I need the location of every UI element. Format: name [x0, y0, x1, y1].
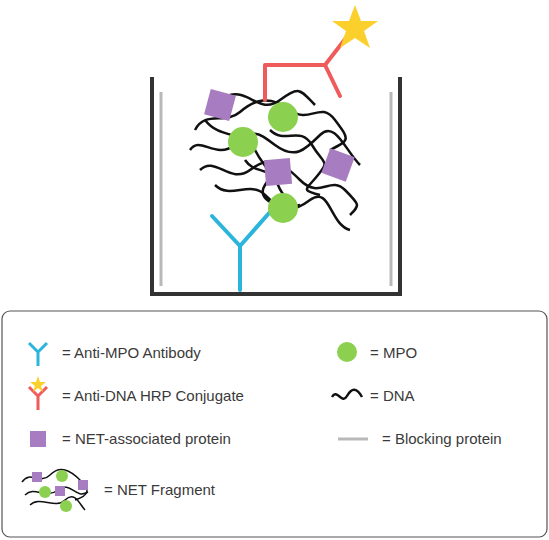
legend-panel: [2, 311, 547, 537]
anti-mpo-antibody: [212, 212, 270, 290]
legend-conjugate-icon: [29, 387, 47, 410]
legend-label: = MPO: [370, 344, 417, 362]
legend-mpo-icon: [337, 342, 357, 362]
legend-label: = Anti-MPO Antibody: [62, 344, 201, 362]
hrp-star: [332, 5, 378, 48]
legend-blocking-icon: [338, 438, 368, 441]
legend-label: = NET Fragment: [104, 481, 215, 499]
legend-fragment-icon: [22, 470, 88, 512]
anti-dna-hrp-conjugate: [265, 38, 346, 100]
legend-label: = Anti-DNA HRP Conjugate: [62, 387, 244, 405]
legend-antibody-icon: [29, 343, 47, 366]
legend-label: = NET-associated protein: [62, 430, 231, 448]
well-outline: [152, 77, 400, 294]
legend-star-icon: [30, 376, 46, 392]
legend-dna-icon: [332, 390, 362, 399]
legend-label: = DNA: [370, 387, 415, 405]
legend-protein-icon: [30, 431, 46, 447]
mpo-circles: [228, 102, 298, 223]
blocking-protein-lining: [161, 92, 391, 286]
net-associated-proteins: [204, 89, 355, 186]
legend-label: = Blocking protein: [382, 430, 502, 448]
